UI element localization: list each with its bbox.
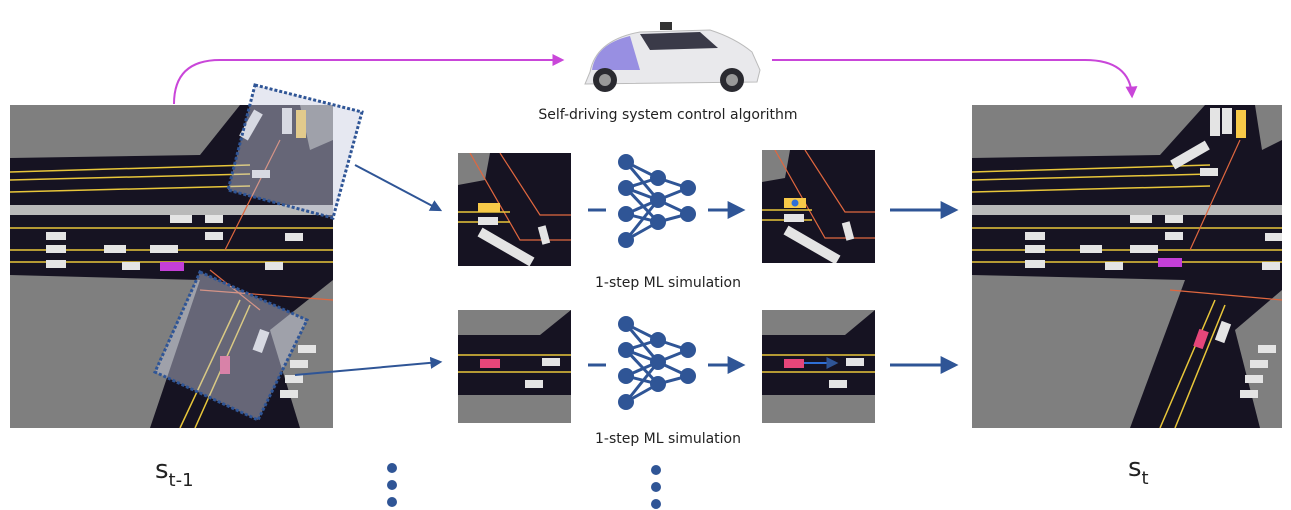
- crop-arrow-bottom: [294, 356, 443, 376]
- highlight-region-top: [226, 83, 364, 220]
- highlight-region-bottom: [153, 270, 310, 422]
- sim-caption-top: 1-step ML simulation: [595, 275, 741, 291]
- neural-network-icon: [618, 154, 696, 248]
- control-caption: Self-driving system control algorithm: [538, 107, 797, 123]
- local-view-bottom-input: [458, 310, 571, 423]
- control-input-arrow: [173, 54, 565, 105]
- state-prev-label: st-1: [155, 455, 194, 491]
- map-state-prev: [10, 105, 333, 428]
- map-state-next: [972, 105, 1282, 428]
- neural-network-icon-bottom: [618, 316, 696, 410]
- state-next-label: st: [1128, 453, 1149, 489]
- local-view-top-input: [458, 153, 571, 266]
- sim-caption-bottom: 1-step ML simulation: [595, 431, 741, 447]
- local-view-top-output: [762, 150, 875, 263]
- local-view-bottom-output: [762, 310, 875, 423]
- self-driving-car-icon: [584, 22, 761, 92]
- ellipsis-dots-right: [651, 465, 661, 509]
- crop-arrow-top: [354, 164, 443, 212]
- ellipsis-dots-left: [387, 463, 397, 507]
- control-output-arrow: [772, 59, 1138, 99]
